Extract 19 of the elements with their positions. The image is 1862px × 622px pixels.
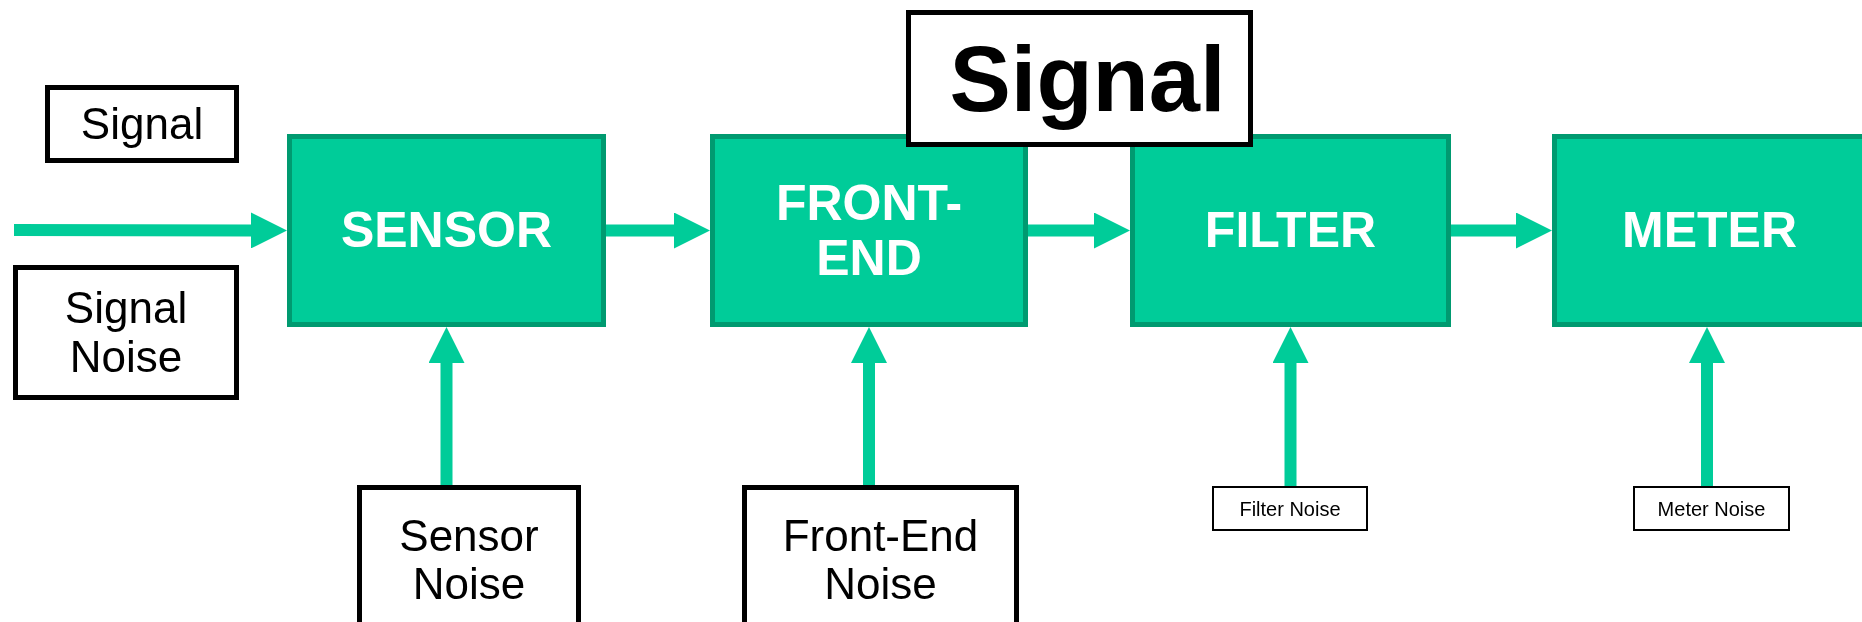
- process-block: SENSOR: [287, 134, 606, 327]
- arrow: [1028, 212, 1130, 249]
- signal-label-box: Filter Noise: [1212, 486, 1368, 531]
- signal-label-box: Meter Noise: [1633, 486, 1790, 531]
- arrow: [851, 327, 887, 485]
- signal-label-box: Signal Noise: [13, 265, 239, 400]
- signal-label-box: Sensor Noise: [357, 485, 581, 622]
- process-block: FRONT- END: [710, 134, 1028, 327]
- process-block: FILTER: [1130, 134, 1451, 327]
- arrow: [13, 212, 287, 249]
- arrow: [606, 212, 710, 249]
- title-box: Signal: [906, 10, 1253, 147]
- signal-label-box: Signal: [45, 85, 239, 163]
- arrow: [428, 327, 465, 485]
- arrow: [1689, 327, 1725, 486]
- process-block: METER: [1552, 134, 1862, 327]
- arrow: [1272, 327, 1309, 486]
- arrow: [1451, 212, 1552, 249]
- signal-label-box: Front-End Noise: [742, 485, 1019, 622]
